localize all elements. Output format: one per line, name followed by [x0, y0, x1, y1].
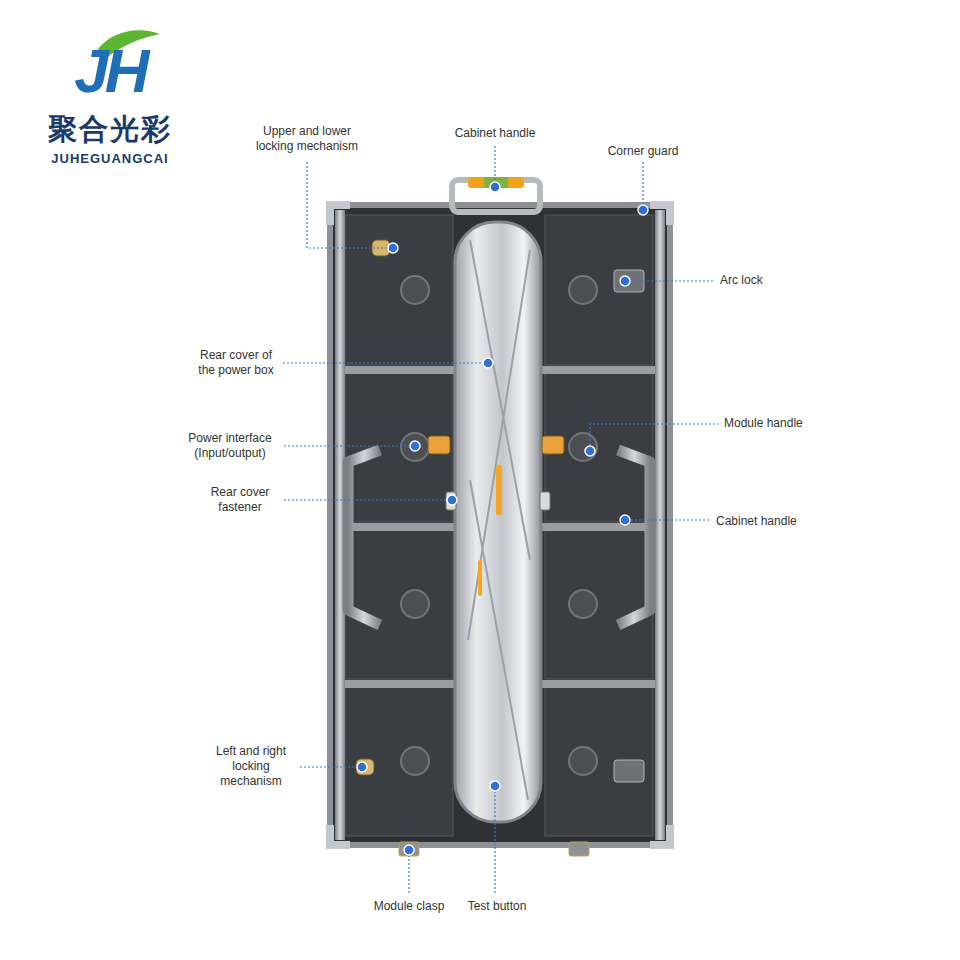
- brand-name: 聚合光彩: [40, 112, 180, 146]
- power-connector: [428, 436, 450, 454]
- top-handle: [452, 180, 540, 212]
- corner-guard: [650, 205, 670, 225]
- side-handle: [348, 450, 380, 625]
- power-box-ridges: [468, 240, 530, 800]
- part-label: Power interface (Input/output): [178, 431, 282, 461]
- brand-latin: JUHEGUANGCAI: [40, 151, 180, 167]
- leader-lines: [283, 146, 718, 893]
- power-box: [455, 222, 541, 822]
- part-label: Cabinet handle: [716, 514, 846, 529]
- power-connector: [542, 436, 564, 454]
- logo-mark: JH: [48, 36, 172, 106]
- clasp: [399, 842, 419, 856]
- part-label: Rear cover of the power box: [192, 348, 280, 378]
- corner-guard: [330, 205, 350, 225]
- part-label: Corner guard: [588, 144, 698, 159]
- arc-lock: [614, 760, 644, 782]
- part-label: Module clasp: [357, 899, 461, 914]
- corner-guard: [330, 825, 350, 845]
- clasp: [569, 842, 589, 856]
- part-label: Test button: [445, 899, 549, 914]
- side-handle: [618, 450, 650, 625]
- fastener: [540, 492, 550, 510]
- part-label: Left and right locking mechanism: [206, 744, 296, 789]
- accent: [496, 465, 502, 515]
- cabinet-frame: [330, 205, 670, 845]
- part-label: Rear cover fastener: [200, 485, 280, 515]
- part-label: Upper and lower locking mechanism: [245, 124, 369, 154]
- part-label: Cabinet handle: [440, 126, 550, 141]
- corner-guard: [650, 825, 670, 845]
- accent: [478, 560, 482, 596]
- fastener: [446, 492, 456, 510]
- callout-dots: [357, 182, 648, 855]
- part-label: Arc lock: [720, 273, 830, 288]
- lock: [356, 759, 374, 775]
- part-label: Module handle: [724, 416, 854, 431]
- cross-bars: [335, 210, 665, 840]
